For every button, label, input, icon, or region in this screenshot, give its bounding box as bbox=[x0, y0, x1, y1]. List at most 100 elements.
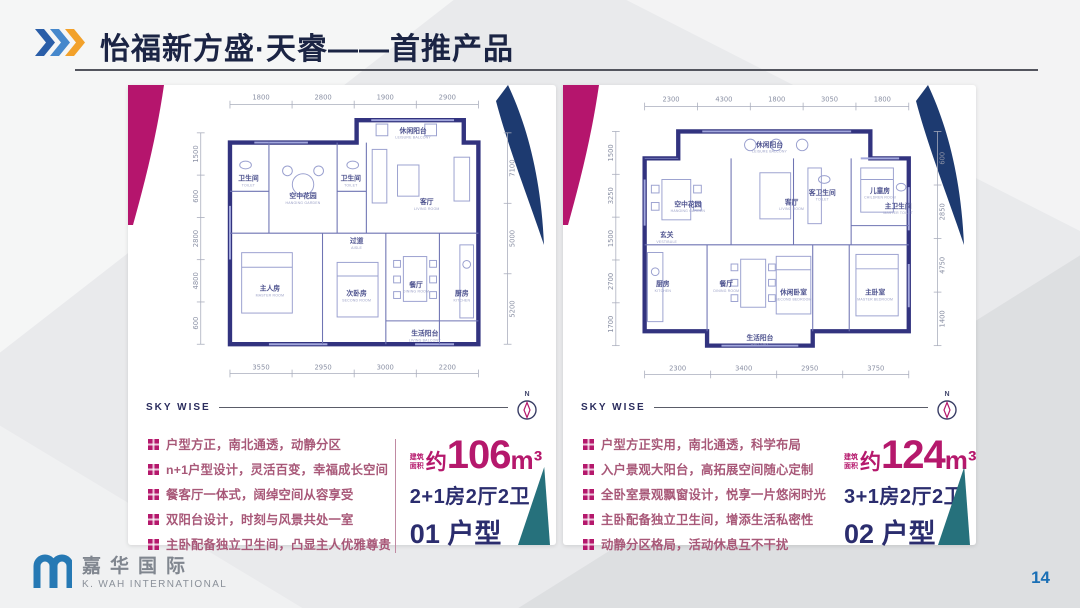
slide-header: 怡福新方盛·天睿——首推产品 bbox=[0, 0, 1080, 80]
feature-bullet: 主卧配备独立卫生间，凸显主人优雅尊贵 bbox=[148, 535, 391, 553]
svg-text:MASTER BEDROOM: MASTER BEDROOM bbox=[857, 298, 893, 302]
logo-english: K. WAH INTERNATIONAL bbox=[82, 578, 228, 590]
svg-text:2850: 2850 bbox=[938, 203, 946, 220]
brand-label: SKY WISE bbox=[581, 401, 646, 413]
area-value: 106 bbox=[446, 433, 512, 477]
kwah-logo-mark bbox=[33, 554, 72, 588]
svg-text:HANGING GARDEN: HANGING GARDEN bbox=[286, 201, 321, 205]
svg-text:3750: 3750 bbox=[867, 365, 884, 373]
svg-text:餐厅: 餐厅 bbox=[408, 280, 423, 289]
feature-bullet: 入户景观大阳台，高拓展空间随心定制 bbox=[583, 460, 826, 478]
brand-rule bbox=[653, 406, 928, 408]
area-value: 124 bbox=[880, 433, 946, 477]
svg-text:次卧房: 次卧房 bbox=[346, 289, 367, 298]
feature-bullet: 动静分区格局，活动休息互不干扰 bbox=[583, 535, 826, 553]
svg-text:2700: 2700 bbox=[607, 273, 615, 290]
svg-text:卫生间: 卫生间 bbox=[341, 174, 362, 183]
feature-text: 户型方正，南北通透，动静分区 bbox=[166, 438, 341, 452]
unit-info: 户型方正实用，南北通透，科学布局入户景观大阳台，高拓展空间随心定制全卧室景观飘窗… bbox=[563, 421, 976, 563]
svg-text:5200: 5200 bbox=[508, 300, 516, 317]
svg-text:玄关: 玄关 bbox=[660, 230, 674, 239]
svg-text:2800: 2800 bbox=[192, 230, 200, 247]
brand-row: SKY WISE N bbox=[128, 391, 556, 421]
bullet-square-icon bbox=[583, 463, 594, 475]
svg-text:MASTER TOILET: MASTER TOILET bbox=[883, 211, 913, 215]
navy-swoosh-decor bbox=[478, 85, 548, 250]
svg-text:3250: 3250 bbox=[607, 187, 615, 204]
svg-text:1800: 1800 bbox=[874, 96, 891, 104]
svg-text:1800: 1800 bbox=[252, 94, 269, 102]
feature-bullet: 户型方正实用，南北通透，科学布局 bbox=[583, 435, 826, 453]
area-prefix: 建筑 面积 bbox=[843, 454, 858, 470]
svg-text:客卫生间: 客卫生间 bbox=[808, 188, 836, 197]
navy-swoosh-decor bbox=[898, 85, 968, 250]
feature-text: 双阳台设计，时刻与风景共处一室 bbox=[166, 513, 354, 527]
svg-text:4750: 4750 bbox=[938, 257, 946, 274]
svg-text:厨房: 厨房 bbox=[455, 289, 469, 298]
svg-text:3550: 3550 bbox=[252, 364, 269, 372]
svg-text:HANGING GARDEN: HANGING GARDEN bbox=[671, 209, 706, 213]
bullet-square-icon bbox=[148, 463, 159, 475]
svg-text:MASTER ROOM: MASTER ROOM bbox=[256, 294, 285, 298]
svg-text:LEISURE BALCONY: LEISURE BALCONY bbox=[752, 150, 787, 154]
feature-text: 餐客厅一体式，阔绰空间从容享受 bbox=[166, 488, 354, 502]
svg-text:2300: 2300 bbox=[662, 96, 679, 104]
svg-text:600: 600 bbox=[938, 152, 946, 165]
svg-text:5000: 5000 bbox=[508, 230, 516, 247]
svg-text:3400: 3400 bbox=[735, 365, 752, 373]
unit-number: 02 户型 bbox=[843, 519, 936, 549]
unit-specs: 建筑 面积 约 124 m³ 3+1房2厅2卫 02 户型 bbox=[840, 431, 977, 563]
brand-rule bbox=[218, 406, 508, 408]
svg-text:空中花园: 空中花园 bbox=[674, 199, 701, 208]
svg-text:空中花园: 空中花园 bbox=[289, 191, 316, 200]
svg-text:3000: 3000 bbox=[377, 364, 394, 372]
unit-specs: 建筑 面积 约 106 m³ 2+1房2厅2卫 01 户型 bbox=[406, 431, 544, 563]
svg-text:主人房: 主人房 bbox=[260, 284, 281, 293]
page-title: 怡福新方盛·天睿——首推产品 bbox=[100, 33, 514, 66]
kwah-logo: 嘉华国际 K. WAH INTERNATIONAL bbox=[30, 550, 227, 590]
layout-type: 3+1房2厅2卫 bbox=[843, 486, 965, 508]
feature-bullet: 全卧室景观飘窗设计，悦享一片悠闲时光 bbox=[583, 485, 826, 503]
unit-number: 01 户型 bbox=[409, 519, 502, 549]
svg-text:TOILET: TOILET bbox=[344, 183, 358, 187]
magenta-wedge-decor bbox=[128, 85, 164, 225]
svg-text:2800: 2800 bbox=[314, 94, 331, 102]
built-area: 建筑 面积 约 124 m³ bbox=[844, 435, 977, 475]
svg-text:1500: 1500 bbox=[607, 144, 615, 161]
svg-text:餐厅: 餐厅 bbox=[719, 279, 734, 288]
svg-text:BALCONY: BALCONY bbox=[751, 343, 769, 347]
feature-text: 主卧配备独立卫生间，增添生活私密性 bbox=[601, 513, 814, 527]
svg-text:2950: 2950 bbox=[314, 364, 331, 372]
svg-text:KITCHEN: KITCHEN bbox=[655, 289, 672, 293]
area-prefix: 建筑 面积 bbox=[409, 454, 424, 470]
svg-text:厨房: 厨房 bbox=[656, 279, 670, 288]
svg-text:1900: 1900 bbox=[377, 94, 394, 102]
svg-text:2300: 2300 bbox=[669, 365, 686, 373]
svg-text:CHILDREN ROOM: CHILDREN ROOM bbox=[864, 196, 896, 200]
brand-row: SKY WISE N bbox=[563, 391, 976, 421]
svg-text:1500: 1500 bbox=[607, 230, 615, 247]
built-area: 建筑 面积 约 106 m³ bbox=[410, 435, 544, 475]
feature-bullet: 餐客厅一体式，阔绰空间从容享受 bbox=[148, 485, 391, 503]
svg-text:客厅: 客厅 bbox=[419, 197, 434, 206]
svg-text:KITCHEN: KITCHEN bbox=[453, 298, 470, 302]
svg-text:SECOND BEDROOM: SECOND BEDROOM bbox=[775, 298, 811, 302]
layout-type: 2+1房2厅2卫 bbox=[409, 486, 530, 508]
compass-north-label: N bbox=[944, 391, 950, 398]
page-number: 14 bbox=[1031, 568, 1050, 587]
svg-text:4300: 4300 bbox=[715, 96, 732, 104]
svg-text:DINING ROOM: DINING ROOM bbox=[403, 290, 429, 294]
feature-list: 户型方正实用，南北通透，科学布局入户景观大阳台，高拓展空间随心定制全卧室景观飘窗… bbox=[583, 435, 826, 563]
feature-bullet: 主卧配备独立卫生间，增添生活私密性 bbox=[583, 510, 826, 528]
svg-text:AISLE: AISLE bbox=[351, 246, 362, 250]
bullet-square-icon bbox=[148, 488, 159, 500]
feature-text: 户型方正实用，南北通透，科学布局 bbox=[601, 438, 801, 452]
area-unit: m³ bbox=[510, 445, 543, 475]
